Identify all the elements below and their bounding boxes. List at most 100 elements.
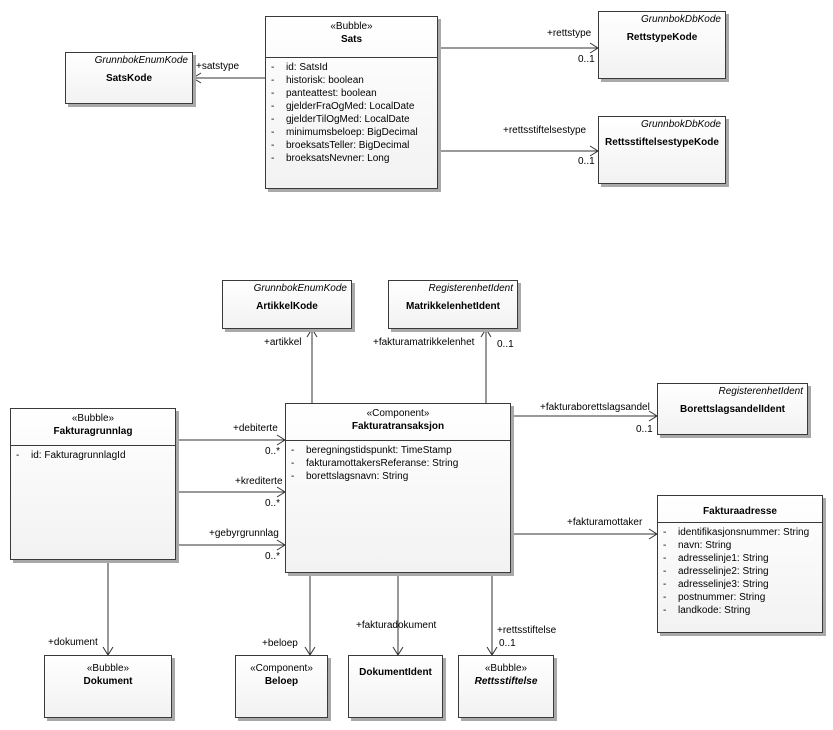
- class-rettsstiftelse[interactable]: «Bubble» Rettsstiftelse: [458, 655, 554, 718]
- visibility-marker: -: [663, 553, 667, 564]
- role-label-rettsstiftelsestype: +rettsstiftelsestype: [503, 125, 587, 136]
- visibility-marker: -: [271, 114, 275, 125]
- visibility-marker: -: [271, 101, 275, 112]
- attribute: -borettslagsnavn: String: [286, 470, 510, 483]
- multiplicity-debiterte: 0..*: [265, 446, 281, 457]
- attribute: -historisk: boolean: [266, 74, 437, 87]
- assoc-artikkel-arrow: [306, 328, 318, 338]
- role-label-fakturamottaker: +fakturamottaker: [567, 517, 643, 528]
- attribute-text: broeksatsNevner: Long: [286, 153, 390, 164]
- role-label-rettstype: +rettstype: [547, 28, 592, 39]
- attribute-text: historisk: boolean: [286, 75, 364, 86]
- attribute-text: adresselinje1: String: [678, 553, 769, 564]
- multiplicity-rettstype: 0..1: [578, 54, 595, 65]
- attribute: -id: SatsId: [266, 61, 437, 74]
- class-dokument[interactable]: «Bubble» Dokument: [44, 655, 172, 718]
- visibility-marker: -: [271, 88, 275, 99]
- multiplicity-fakturamatrikkelenhet: 0..1: [497, 339, 514, 350]
- attribute-text: id: FakturagrunnlagId: [31, 450, 126, 461]
- visibility-marker: -: [16, 450, 20, 461]
- stereotype: «Bubble»: [86, 663, 130, 674]
- attribute: -fakturamottakersReferanse: String: [286, 457, 510, 470]
- attribute-text: fakturamottakersReferanse: String: [306, 458, 459, 469]
- class-dokumentident[interactable]: DokumentIdent: [348, 655, 443, 718]
- class-fakturaadresse[interactable]: Fakturaadresse -identifikasjonsnummer: S…: [657, 495, 823, 633]
- class-sats[interactable]: «Bubble» Sats -id: SatsId -historisk: bo…: [265, 16, 438, 189]
- role-label-dokument: +dokument: [48, 637, 98, 648]
- class-satskode[interactable]: GrunnbokEnumKode SatsKode: [65, 52, 193, 104]
- attribute-text: gjelderFraOgMed: LocalDate: [286, 101, 415, 112]
- attribute: -postnummer: String: [658, 591, 822, 604]
- attribute: -panteattest: boolean: [266, 87, 437, 100]
- attribute-text: minimumsbeloep: BigDecimal: [286, 127, 418, 138]
- class-beloep[interactable]: «Component» Beloep: [235, 655, 328, 718]
- class-header: «Bubble» Sats: [266, 17, 437, 46]
- class-header: DokumentIdent: [349, 656, 442, 679]
- visibility-marker: -: [271, 75, 275, 86]
- visibility-marker: -: [291, 458, 295, 469]
- role-label-beloep: +beloep: [262, 638, 298, 649]
- multiplicity-gebyrgrunnlag: 0..*: [265, 551, 281, 562]
- visibility-marker: -: [271, 140, 275, 151]
- class-fakturatransaksjon[interactable]: «Component» Fakturatransaksjon -beregnin…: [285, 403, 511, 573]
- role-label-fakturaborettslagsandel: +fakturaborettslagsandel: [540, 402, 650, 413]
- assoc-fakturamatrikkelenhet-arrow: [480, 328, 492, 338]
- visibility-marker: -: [663, 527, 667, 538]
- class-header: «Bubble» Rettsstiftelse: [459, 656, 553, 688]
- attribute: -landkode: String: [658, 604, 822, 617]
- attribute: -id: FakturagrunnlagId: [11, 449, 175, 462]
- class-name: ArtikkelKode: [256, 301, 318, 312]
- attribute-text: panteattest: boolean: [286, 88, 377, 99]
- tagged-stereotype: GrunnbokDbKode: [640, 119, 721, 130]
- attribute: -gjelderFraOgMed: LocalDate: [266, 100, 437, 113]
- attribute-list: -id: SatsId -historisk: boolean -panteat…: [266, 57, 437, 165]
- attribute: -adresselinje2: String: [658, 565, 822, 578]
- class-header: «Component» Fakturatransaksjon: [286, 404, 510, 433]
- visibility-marker: -: [663, 540, 667, 551]
- attribute-text: borettslagsnavn: String: [306, 471, 409, 482]
- attribute: -navn: String: [658, 539, 822, 552]
- class-name: Beloep: [264, 676, 299, 687]
- class-name: DokumentIdent: [359, 667, 432, 678]
- tagged-stereotype: RegisterenhetIdent: [718, 386, 803, 397]
- class-rettsstiftelsestypekode[interactable]: GrunnbokDbKode RettsstiftelsestypeKode: [598, 116, 726, 184]
- attribute-list: -beregningstidspunkt: TimeStamp -faktura…: [286, 440, 510, 483]
- stereotype: «Bubble»: [330, 21, 373, 32]
- attribute: -gjelderTilOgMed: LocalDate: [266, 113, 437, 126]
- role-label-satstype: +satstype: [196, 61, 240, 72]
- multiplicity-rettsstiftelsestype: 0..1: [578, 156, 595, 167]
- stereotype: «Component»: [366, 408, 430, 419]
- class-name: RettsstiftelsestypeKode: [605, 137, 719, 148]
- visibility-marker: -: [291, 471, 295, 482]
- attribute: -adresselinje1: String: [658, 552, 822, 565]
- class-name: MatrikkelenhetIdent: [406, 301, 500, 312]
- visibility-marker: -: [271, 62, 275, 73]
- visibility-marker: -: [291, 445, 295, 456]
- attribute-text: adresselinje2: String: [678, 566, 769, 577]
- class-fakturagrunnlag[interactable]: «Bubble» Fakturagrunnlag -id: Fakturagru…: [10, 408, 176, 560]
- attribute: -identifikasjonsnummer: String: [658, 526, 822, 539]
- attribute: -minimumsbeloep: BigDecimal: [266, 126, 437, 139]
- visibility-marker: -: [663, 592, 667, 603]
- class-header: «Bubble» Dokument: [45, 656, 171, 688]
- attribute-text: adresselinje3: String: [678, 579, 769, 590]
- multiplicity-rettsstiftelse: 0..1: [499, 638, 516, 649]
- class-artikkelkode[interactable]: GrunnbokEnumKode ArtikkelKode: [222, 280, 352, 329]
- class-name: SatsKode: [105, 73, 153, 84]
- class-borettslagsandelident[interactable]: RegisterenhetIdent BorettslagsandelIdent: [657, 383, 808, 435]
- stereotype: «Component»: [250, 663, 313, 674]
- role-label-rettsstiftelse: +rettsstiftelse: [497, 625, 557, 636]
- role-label-fakturamatrikkelenhet: +fakturamatrikkelenhet: [373, 337, 475, 348]
- class-matrikkelenhetident[interactable]: RegisterenhetIdent MatrikkelenhetIdent: [388, 280, 518, 329]
- visibility-marker: -: [663, 605, 667, 616]
- visibility-marker: -: [663, 579, 667, 590]
- class-name: Dokument: [83, 676, 133, 687]
- class-rettstypekode[interactable]: GrunnbokDbKode RettstypeKode: [598, 11, 726, 79]
- class-name: Sats: [340, 34, 363, 45]
- attribute-text: postnummer: String: [678, 592, 766, 603]
- assoc-satstype-arrow: [192, 72, 202, 84]
- visibility-marker: -: [271, 127, 275, 138]
- attribute-text: identifikasjonsnummer: String: [678, 527, 810, 538]
- class-header: Fakturaadresse: [658, 496, 822, 518]
